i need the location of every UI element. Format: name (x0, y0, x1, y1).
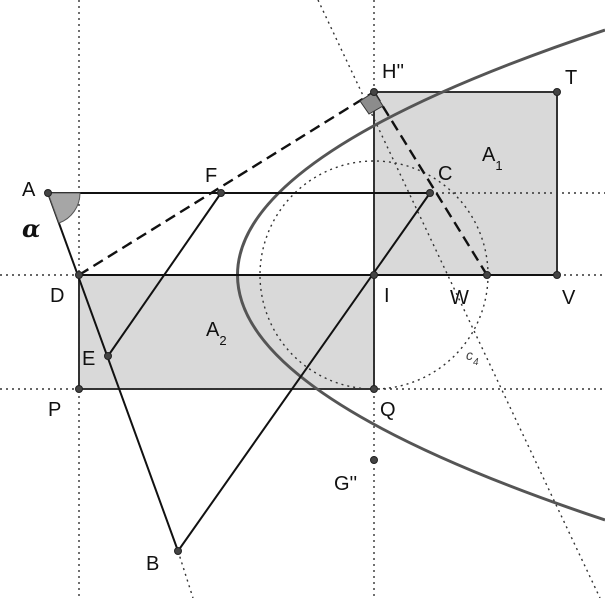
segment-a-b (47, 192, 179, 552)
angle-alpha-wedge (47, 192, 81, 224)
point-d (75, 271, 83, 279)
label-g: G'' (334, 473, 357, 495)
point-c (426, 189, 434, 197)
point-w (483, 271, 491, 279)
label-region-a1: A1 (482, 144, 503, 173)
segment-b-c (177, 192, 431, 552)
label-w: W (450, 287, 469, 309)
label-angle-alpha: α (22, 214, 40, 243)
point-p (75, 385, 83, 393)
point-t (553, 88, 561, 96)
region-a1 (373, 91, 558, 276)
label-d: D (50, 285, 64, 307)
right-angle-marker (359, 91, 384, 115)
label-b: B (146, 553, 159, 575)
label-region-a2: A2 (206, 319, 227, 348)
point-a (44, 189, 52, 197)
label-h: H'' (382, 61, 404, 83)
label-circle-c4: c4 (466, 347, 479, 368)
point-q (370, 385, 378, 393)
label-t: T (565, 67, 577, 89)
point-v (553, 271, 561, 279)
label-a: A (22, 179, 36, 201)
label-c: C (438, 163, 452, 185)
label-q: Q (380, 399, 396, 421)
point-e (104, 352, 112, 360)
region-a2 (78, 274, 375, 390)
label-e: E (82, 348, 95, 370)
label-v: V (562, 287, 576, 309)
dashed-d-h (78, 90, 375, 277)
point-h (370, 88, 378, 96)
label-f: F (205, 165, 217, 187)
point-f (217, 189, 225, 197)
dotted-extension-b (177, 550, 194, 598)
point-g (370, 456, 378, 464)
label-p: P (48, 399, 61, 421)
label-i: I (384, 285, 390, 307)
point-i (370, 271, 378, 279)
point-b (174, 547, 182, 555)
dotted-line-through-h (317, 0, 601, 598)
dashed-h-w (372, 91, 489, 276)
